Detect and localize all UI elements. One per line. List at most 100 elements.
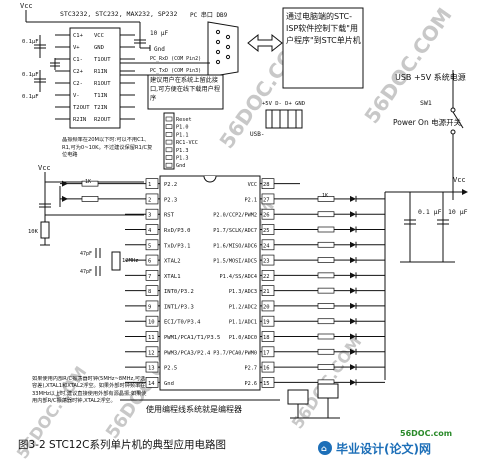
reset-resistor-label: 10K (28, 229, 39, 235)
crystal-cap-label: 47pF (80, 251, 92, 257)
resistor (317, 287, 335, 294)
mcu-pin-number: 13 (148, 366, 155, 372)
max232-note: 晶振频率在20M以下时:可以不用C1、R1,可为0~10K。不过建议保留R1/C… (62, 137, 153, 158)
max232-pin-label: R2IN (73, 117, 86, 123)
reset-circuit: Vcc 10K (28, 164, 144, 246)
resistor-label: 1K (85, 179, 91, 185)
led-diode (350, 257, 356, 264)
led-diode (350, 211, 356, 218)
vcc-label-right: Vcc (453, 176, 466, 184)
led-diode (350, 348, 356, 355)
mcu-pin-number: 26 (263, 213, 270, 219)
led-diode (350, 302, 356, 309)
header-pin-label: Gnd (176, 163, 185, 169)
mcu-pin-number: 24 (263, 243, 270, 249)
mcu-pin-number: 18 (263, 335, 270, 341)
resistor (317, 303, 335, 309)
max232-pin-label: V+ (73, 45, 80, 51)
crystal: 12MHz 47pF 47pF (80, 248, 139, 276)
usb-section: +5V D- D+ GND USB- USB +5V 系统电源 SW1 Powe… (250, 70, 468, 263)
mcu-pin-label: TxD/P3.1 (164, 243, 191, 249)
mcu-pin-label: PWM3/PCA3/P2.4 (164, 350, 211, 356)
max232-pin-label: R1IN (94, 69, 107, 75)
max232-pin-label: R1OUT (94, 81, 111, 87)
mcu-pin-label: P2.1 (245, 197, 258, 203)
resistor-label: 1K (322, 193, 328, 199)
led-diode (350, 287, 356, 294)
resistor (317, 241, 335, 248)
max232-cap-label: 0.1μF (22, 39, 39, 45)
bottom-buttons (287, 383, 340, 419)
led-diode (350, 318, 356, 325)
svg-text:⌂: ⌂ (321, 444, 327, 453)
mcu-pin-number: 3 (148, 213, 151, 219)
max232-pin-label: T1IN (94, 93, 107, 99)
mcu-pin-label: P1.0/ADC0 (229, 335, 257, 341)
max232-pin-label: VCC (94, 33, 104, 39)
mcu-pin-label: P1.3/ADC3 (229, 289, 257, 295)
led-diode (350, 241, 356, 248)
suggest-note: 建议用户在系统上留此接口,可方便在线下载用户程序 (150, 77, 221, 102)
header-pin-label: P1.0 (176, 125, 189, 131)
mcu-pin-number: 4 (148, 228, 152, 234)
led-diode (350, 333, 356, 340)
mcu-pin-number: 11 (148, 335, 155, 341)
usb-pins-label: +5V D- D+ GND (262, 101, 305, 107)
max232-cap-label: 0.1μF (22, 94, 39, 100)
mcu-pin-label: P1.1/ADC1 (229, 320, 257, 326)
header-pin-label: Reset (176, 117, 192, 123)
mcu-pin-number: 2 (148, 197, 151, 203)
mcu-pin-label: INT0/P3.2 (164, 289, 194, 295)
led-diode (350, 272, 356, 279)
mcu-pin-label: P2.7 (245, 366, 258, 372)
max232-cap-label: 0.1μF (22, 72, 39, 78)
header-pin-label: P1.3 (176, 148, 189, 154)
mcu-pin-number: 15 (263, 381, 270, 387)
mcu-pin-label: P1.6/MISO/ADC6 (213, 243, 257, 249)
mcu-pin-label: P3.7/PCA0/PWM0 (213, 350, 257, 356)
mcu-pin-number: 27 (263, 197, 270, 203)
mcu-pin-label: P1.4/SS/ADC4 (220, 274, 257, 280)
resistor (317, 272, 335, 279)
led-diode (350, 379, 356, 386)
usb-power-label: USB +5V 系统电源 (395, 72, 466, 82)
mcu-pin-label: P2.5 (164, 366, 177, 372)
resistor (317, 226, 335, 233)
figure-caption: 图3-2 STC12C系列单片机的典型应用电路图 (18, 438, 226, 451)
mcu-pin-number: 7 (148, 274, 151, 280)
mcu-pin-label: RxD/P3.0 (164, 228, 191, 234)
suggest-note-box: 建议用户在系统上留此接口,可方便在线下载用户程序 (147, 74, 224, 110)
mcu-pin-label: XTAL1 (164, 274, 181, 280)
resistor (317, 364, 335, 370)
mcu-pin-number: 5 (148, 243, 151, 249)
crystal-label: 12MHz (122, 258, 139, 264)
mcu-pin-number: 22 (263, 274, 270, 280)
mcu-pin-number: 8 (148, 289, 151, 295)
resistor (317, 211, 335, 218)
mcu-pin-label: P1.2/ADC2 (229, 304, 257, 310)
max232-pin-label: GND (94, 45, 104, 51)
power-on-label: Power On 电源开关 (393, 117, 462, 127)
max232-pin-label: C1+ (73, 33, 84, 39)
brand-logo: 56DOC.com ⌂ 毕业设计(论文)网 (318, 429, 452, 456)
gnd-label: Gnd (154, 46, 165, 53)
usb-cap1-label: 0.1 μF (418, 208, 442, 216)
vcc-label-top: Vcc (20, 2, 33, 10)
mcu-pin-label: P2.6 (245, 381, 258, 387)
bottom-note: 如果使用内部R/C振荡器时钟(5MHz~8MHz,可选容差),XTAL1和XTA… (32, 376, 147, 405)
mcu-pin-number: 23 (263, 259, 270, 265)
db9-title: PC 串口 DB9 (190, 11, 228, 19)
mcu-pin-number: 16 (263, 366, 270, 372)
mcu-pin-label: VCC (248, 182, 257, 188)
mcu-pin-number: 21 (263, 289, 270, 295)
usb-cap2-label: 10 μF (448, 208, 468, 216)
header-pin-label: RC1-VCC (176, 140, 198, 146)
programming-note: 使用编程线系统就是编程器 (146, 404, 242, 414)
max232-pin-label: C2+ (73, 69, 84, 75)
led-diode (350, 226, 356, 233)
mcu-pin-label: ECI/T0/P3.4 (164, 320, 201, 326)
